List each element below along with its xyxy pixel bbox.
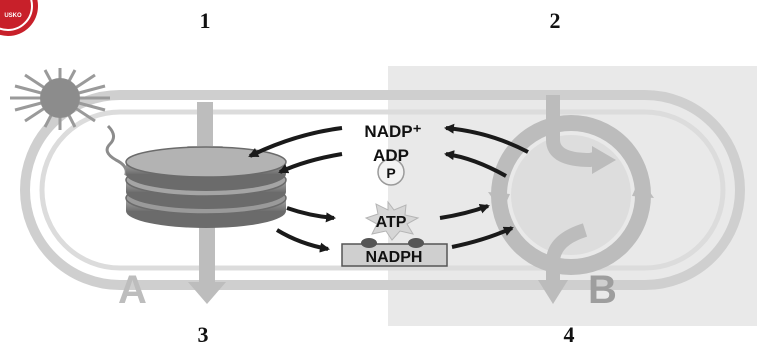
atp-label: ATP <box>376 214 407 231</box>
nadp-label: NADP⁺ <box>364 122 421 141</box>
label-1: 1 <box>199 8 211 33</box>
calvin-cycle <box>488 95 654 304</box>
nadph-label: NADPH <box>366 249 423 266</box>
region-a-label: A <box>118 268 147 312</box>
arrow-stack-to-atp <box>286 206 336 223</box>
p-label: P <box>386 165 395 181</box>
arrow-cycle-to-nadp <box>444 123 529 154</box>
chloroplast-inner-membrane <box>39 109 726 271</box>
arrow-nadp-to-stack <box>248 126 343 158</box>
label-4: 4 <box>563 322 575 347</box>
region-b-label: B <box>588 268 617 312</box>
nadph-box <box>341 238 448 267</box>
adp-label: ADP <box>373 146 409 165</box>
chloroplast-outer-membrane <box>20 90 745 290</box>
label-3: 3 <box>197 322 209 347</box>
arrow-adp-to-stack <box>278 152 343 174</box>
arrow-nadph-to-cycle <box>451 226 514 249</box>
thylakoid-stack <box>125 146 287 228</box>
light-ray-arrow <box>105 124 145 186</box>
logo-text: USKO <box>4 13 22 19</box>
arrow-cycle-to-adp <box>444 150 507 178</box>
phosphate-circle <box>377 158 405 186</box>
output-arrow-left <box>188 226 226 304</box>
arrow-atp-to-cycle <box>439 204 490 220</box>
atp-burst-shape <box>364 200 420 241</box>
sun-icon <box>10 68 110 130</box>
corner-logo <box>0 0 38 36</box>
arrow-stack-to-nadph <box>275 228 330 253</box>
label-2: 2 <box>549 8 561 33</box>
